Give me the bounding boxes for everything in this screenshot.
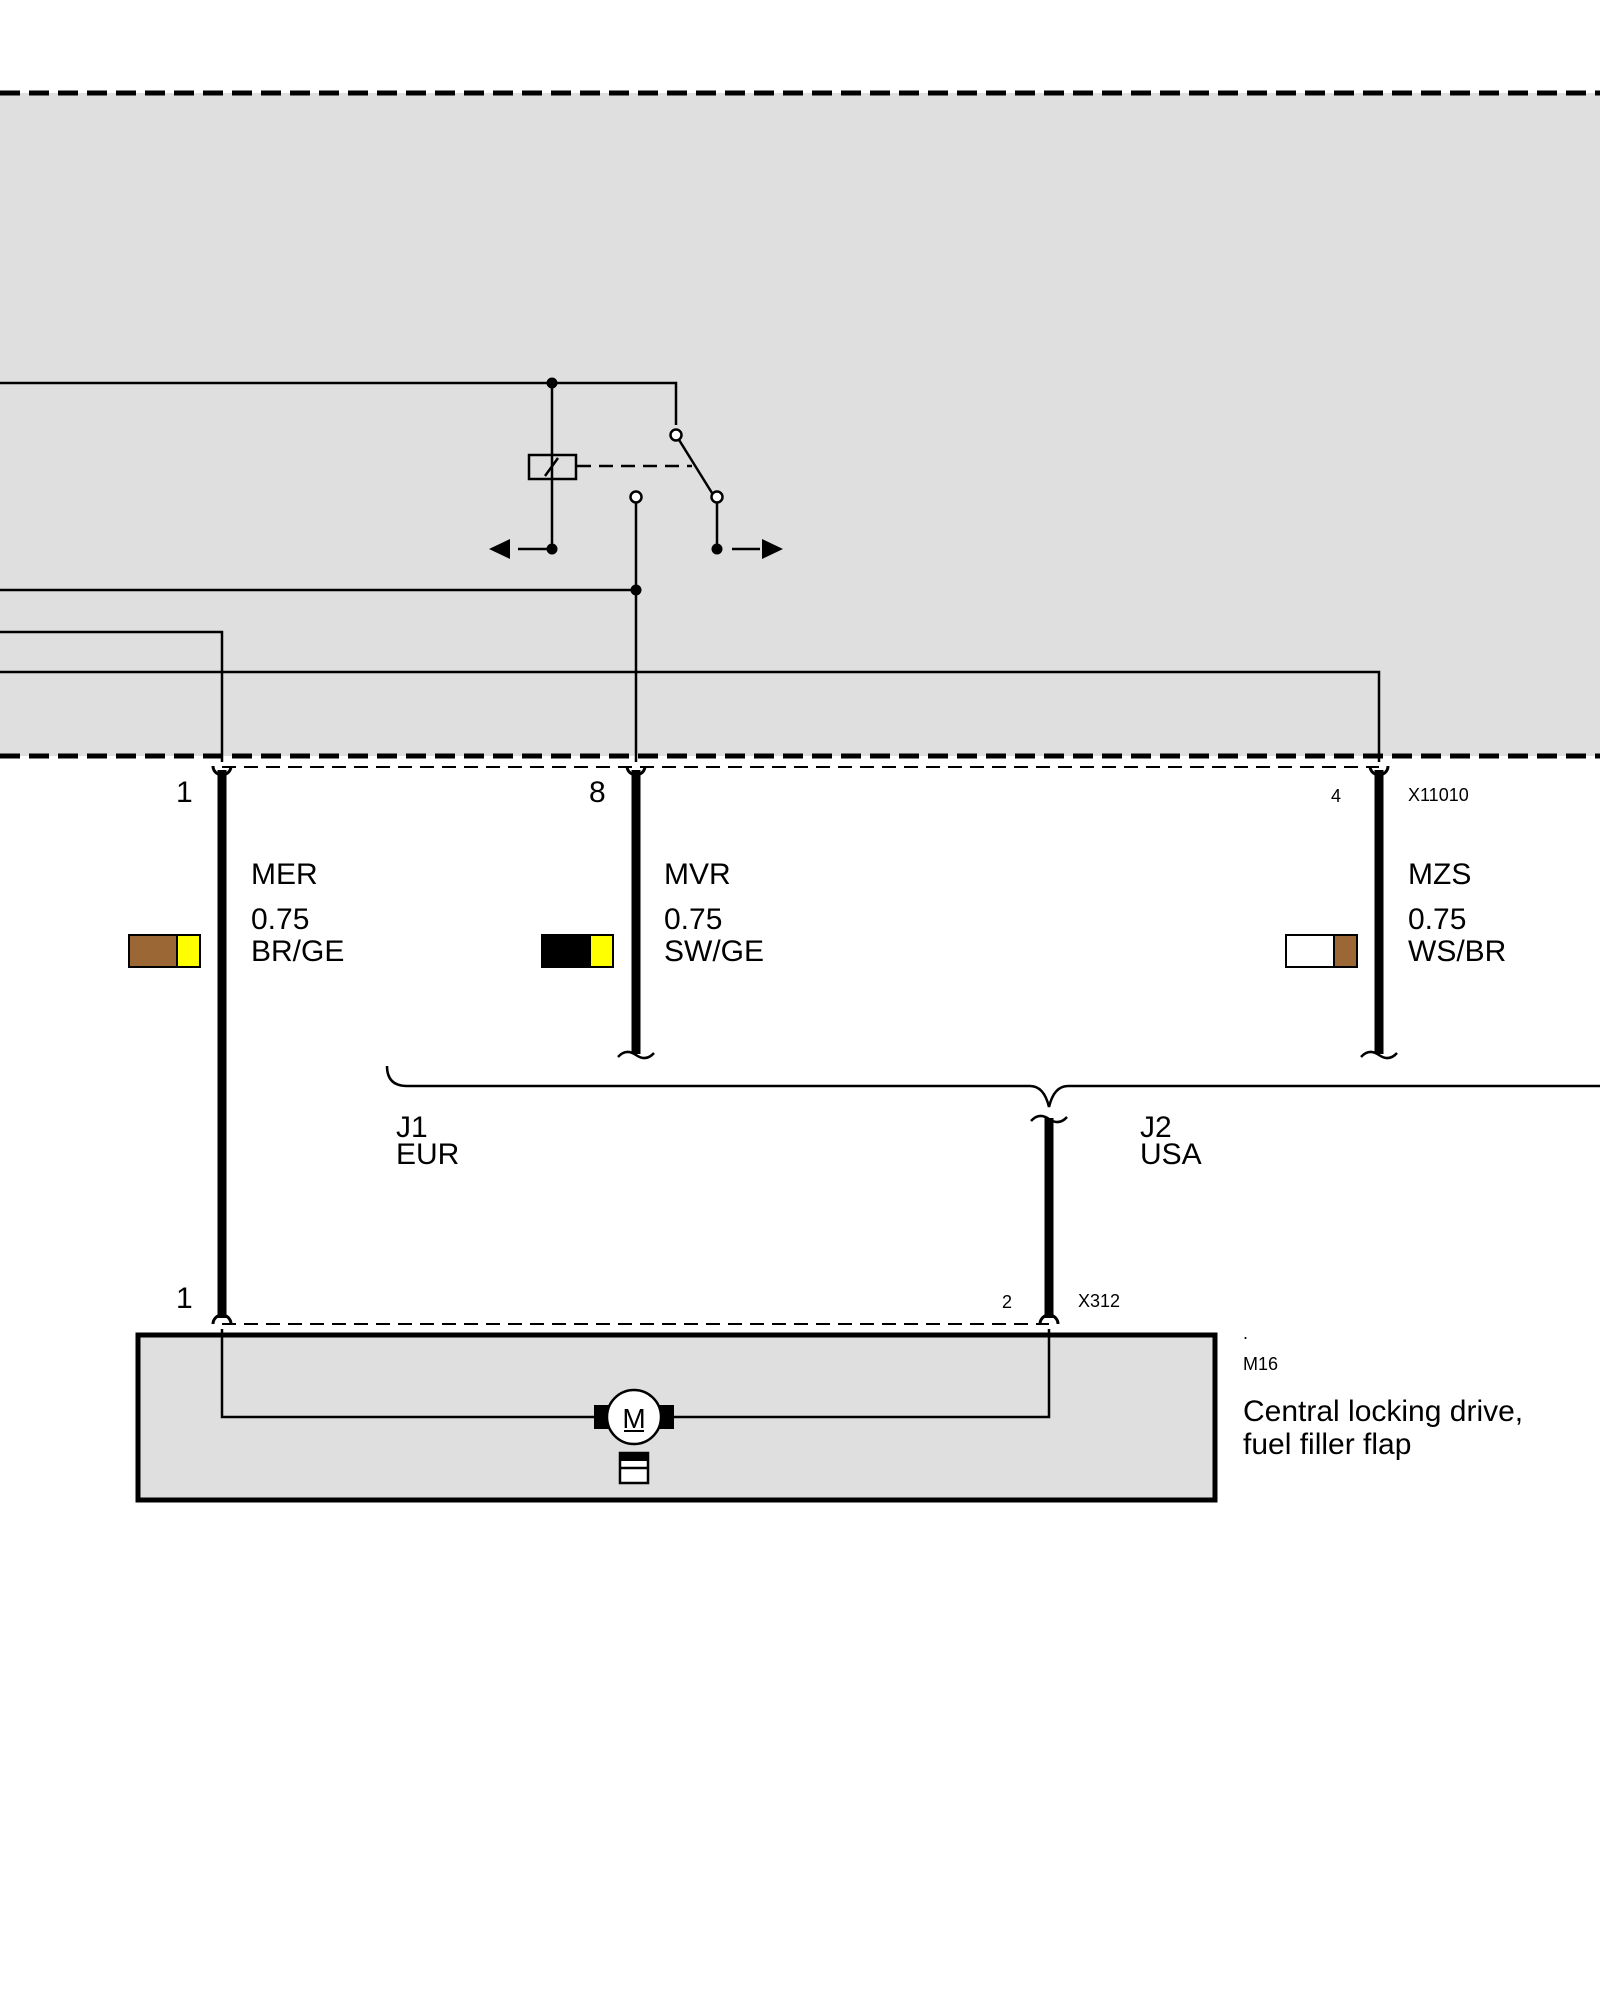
arrow-right-icon: [762, 539, 783, 559]
variant-j1-region: EUR: [396, 1138, 459, 1171]
component-dot: .: [1243, 1323, 1248, 1343]
motor-icon: M: [594, 1388, 674, 1446]
component-m16: M . M16 Central locking drive, fuel fill…: [135, 1323, 1523, 1503]
control-module-background: [0, 93, 1600, 756]
variant-j2-region: USA: [1140, 1138, 1202, 1171]
internal-wiring: [0, 381, 1381, 762]
wire-name-mvr: MVR: [664, 858, 731, 891]
x312-pin-1-socket: [211, 1313, 233, 1325]
arrow-left-icon: [489, 539, 510, 559]
actuator-icon: [618, 1451, 650, 1485]
color-swatch-mer: [128, 934, 201, 968]
connector-x11010-id: X11010: [1408, 785, 1469, 805]
connector-x11010: X11010 1 8 4: [176, 765, 1469, 809]
wire-name-mzs: MZS: [1408, 858, 1471, 891]
relay-coil: [527, 453, 578, 481]
variant-j2: J2 USA: [1140, 1111, 1202, 1171]
variant-j1-code: J1: [396, 1111, 428, 1144]
variant-brace: J1 EUR J2 USA: [385, 1065, 1600, 1171]
connector-x312-id: X312: [1078, 1291, 1120, 1311]
wire-color-mvr: SW/GE: [664, 935, 764, 968]
pin-number-8: 8: [589, 776, 606, 809]
junction-dots: [546, 377, 723, 596]
connector-x312: 1 2 X312: [176, 1282, 1120, 1325]
relay-contact: [629, 428, 724, 504]
component-internal-wiring: [220, 1329, 1051, 1419]
wire-gauge-mer: 0.75: [251, 903, 309, 936]
wire-label-mzs: MZS 0.75 WS/BR: [1285, 858, 1506, 968]
control-module: [0, 90, 1600, 762]
wire-gauge-mzs: 0.75: [1408, 903, 1466, 936]
wire-gauge-mvr: 0.75: [664, 903, 722, 936]
x312-pin-number-2: 2: [1002, 1292, 1012, 1312]
component-code: M16: [1243, 1354, 1278, 1374]
variant-j1: J1 EUR: [396, 1111, 459, 1171]
wires: [217, 770, 1384, 1318]
wire-breaks: [617, 1050, 1398, 1124]
x312-pin-number-1: 1: [176, 1282, 193, 1315]
wire-label-mer: MER 0.75 BR/GE: [128, 858, 344, 968]
pin-number-1: 1: [176, 776, 193, 809]
motor-symbol: M: [622, 1403, 645, 1434]
color-swatch-mvr: [541, 934, 614, 968]
component-description-line1: Central locking drive,: [1243, 1395, 1523, 1428]
wire-color-mer: BR/GE: [251, 935, 344, 968]
component-description-line2: fuel filler flap: [1243, 1428, 1411, 1461]
x312-pin-2-socket: [1038, 1313, 1060, 1325]
wire-label-mvr: MVR 0.75 SW/GE: [541, 858, 764, 968]
color-swatch-mzs: [1285, 934, 1358, 968]
pin-number-4: 4: [1331, 786, 1341, 806]
wire-name-mer: MER: [251, 858, 318, 891]
variant-j2-code: J2: [1140, 1111, 1172, 1144]
wire-color-mzs: WS/BR: [1408, 935, 1506, 968]
